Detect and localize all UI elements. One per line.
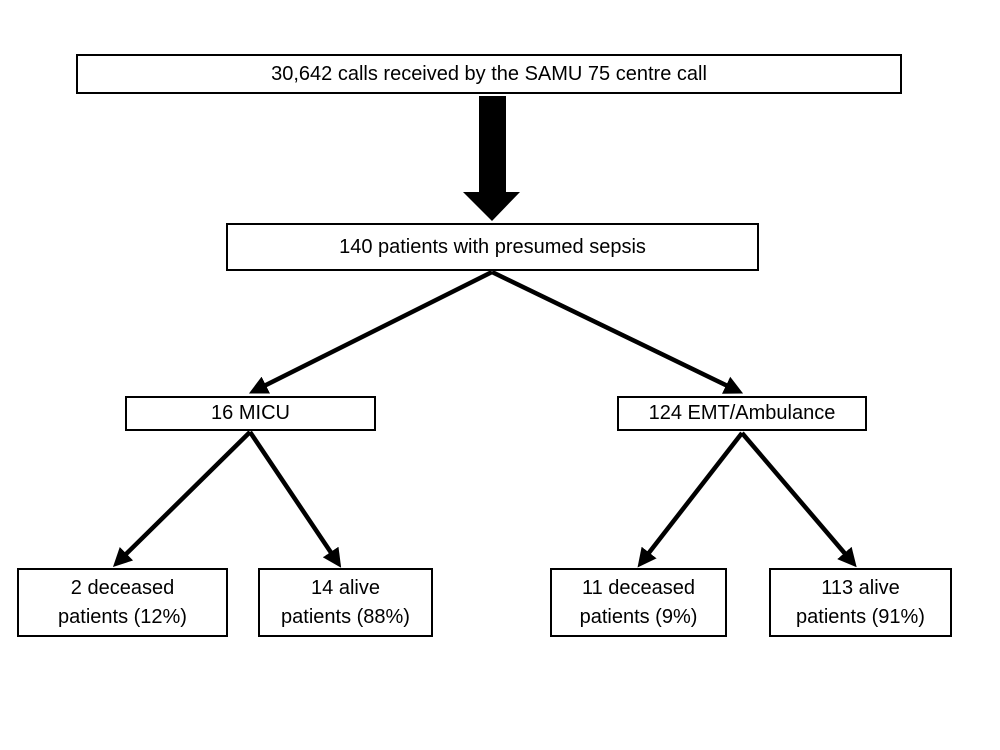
arrow-micu-to-deceased [112, 430, 252, 567]
node-micu-deceased-label: 2 deceased patients (12%) [58, 576, 187, 628]
arrow-sepsis-to-micu [248, 269, 494, 394]
node-emt-deceased: 11 deceased patients (9%) [550, 568, 727, 637]
node-emt-alive: 113 alive patients (91%) [769, 568, 952, 637]
node-emt-deceased-label: 11 deceased patients (9%) [579, 576, 698, 628]
arrow-sepsis-to-emt [491, 269, 744, 394]
node-emt-ambulance: 124 EMT/Ambulance [617, 396, 867, 431]
node-micu-alive-label: 14 alive patients (88%) [281, 576, 410, 628]
arrow-emt-to-alive [740, 431, 857, 568]
block-arrow-calls-to-sepsis [463, 96, 520, 221]
node-emt-alive-label: 113 alive patients (91%) [796, 576, 925, 628]
node-micu-deceased: 2 deceased patients (12%) [17, 568, 228, 637]
node-calls-received-label: 30,642 calls received by the SAMU 75 cen… [271, 62, 707, 85]
arrow-emt-to-deceased [637, 431, 744, 568]
node-micu-alive: 14 alive patients (88%) [258, 568, 433, 637]
node-presumed-sepsis-label: 140 patients with presumed sepsis [339, 235, 646, 258]
node-micu: 16 MICU [125, 396, 376, 431]
node-emt-ambulance-label: 124 EMT/Ambulance [648, 402, 836, 424]
node-presumed-sepsis: 140 patients with presumed sepsis [226, 223, 759, 271]
node-calls-received: 30,642 calls received by the SAMU 75 cen… [76, 54, 902, 94]
arrow-micu-to-alive [248, 430, 342, 568]
node-micu-label: 16 MICU [211, 402, 290, 424]
